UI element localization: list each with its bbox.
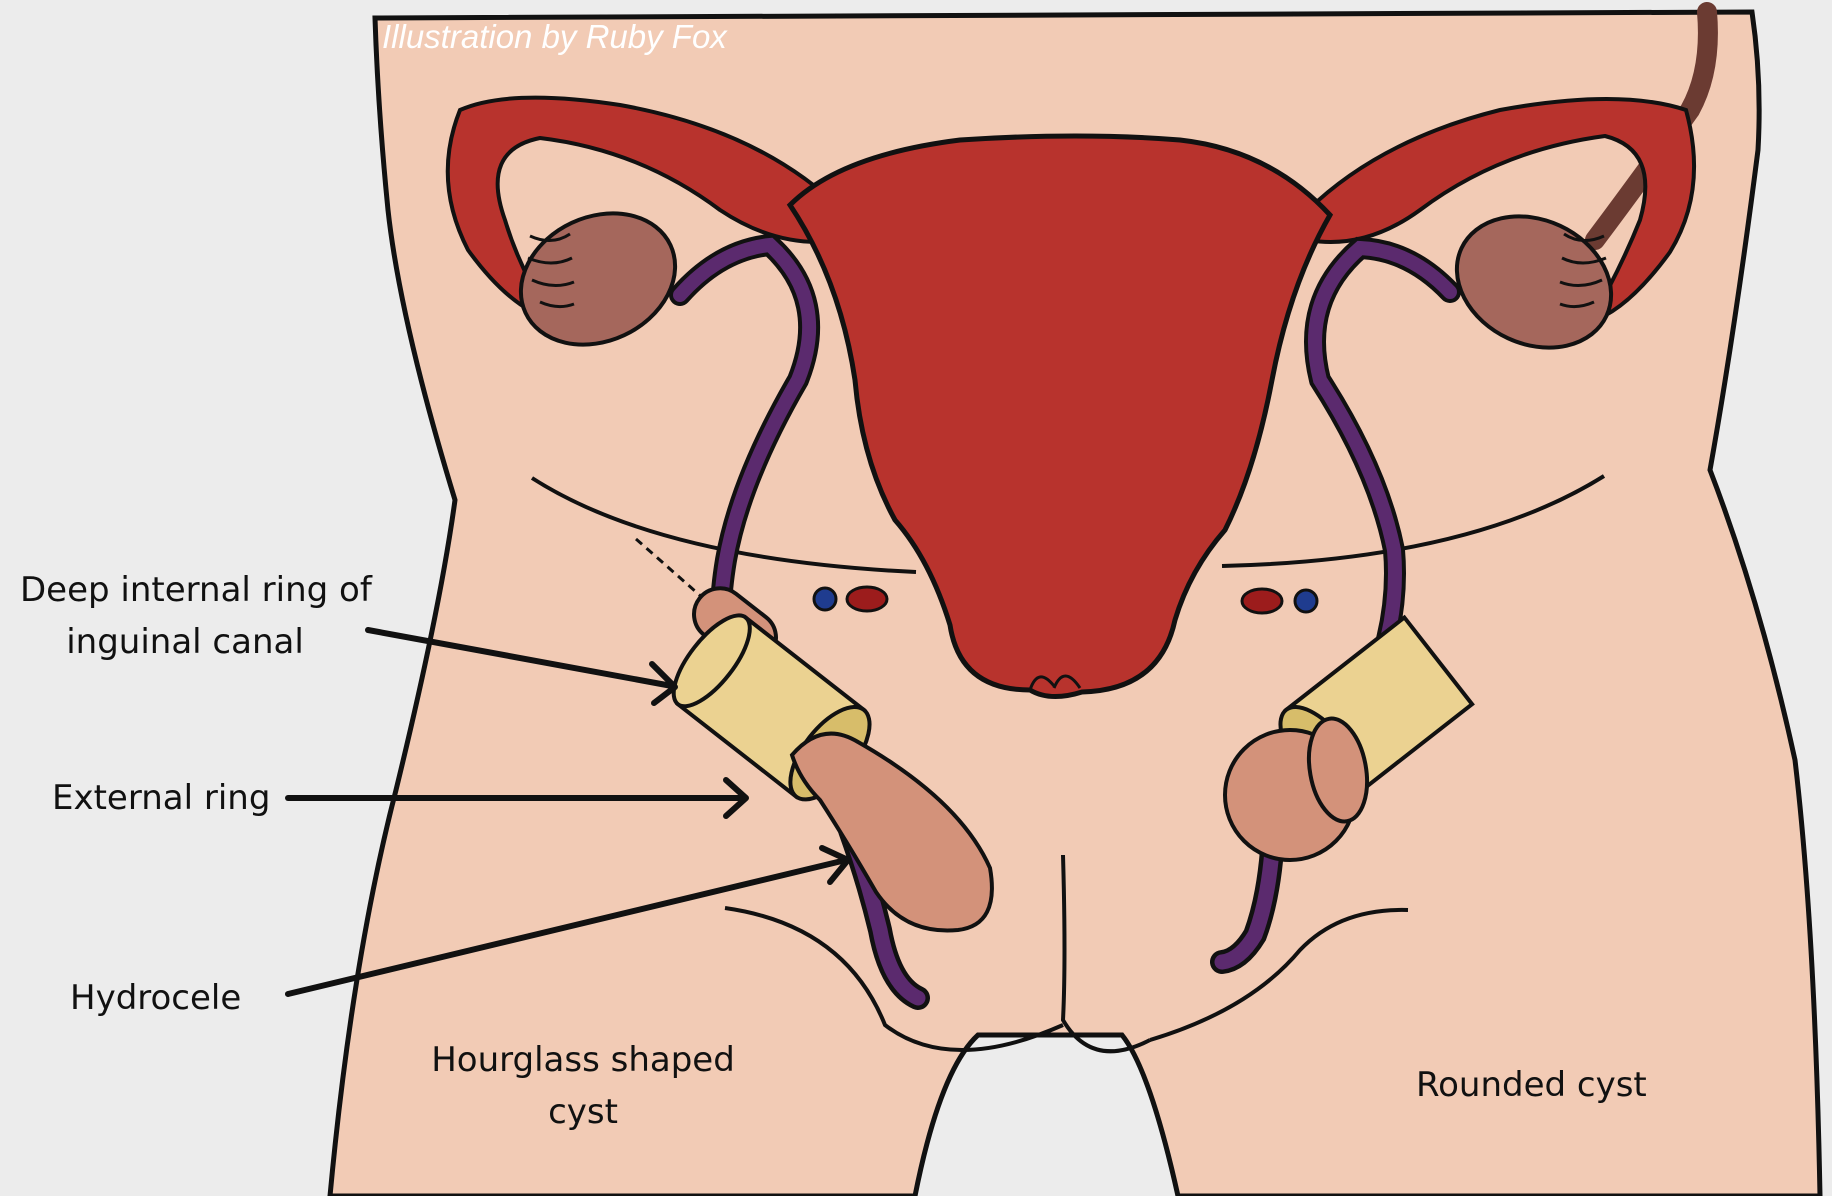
label-hourglass-line2: cyst xyxy=(420,1086,746,1138)
label-hourglass-cyst: Hourglass shaped cyst xyxy=(420,1034,746,1138)
label-hydrocele: Hydrocele xyxy=(70,972,241,1024)
left-artery xyxy=(847,587,887,611)
label-hourglass-line1: Hourglass shaped xyxy=(420,1034,746,1086)
label-deep-ring-line1: Deep internal ring of xyxy=(20,564,350,616)
label-deep-ring-line2: inguinal canal xyxy=(20,616,350,668)
illustration-credit: Illustration by Ruby Fox xyxy=(382,18,727,56)
right-vein xyxy=(1295,590,1317,612)
label-rounded-cyst: Rounded cyst xyxy=(1416,1059,1647,1111)
label-deep-internal-ring: Deep internal ring of inguinal canal xyxy=(20,564,350,668)
right-artery xyxy=(1242,589,1282,613)
left-vein xyxy=(814,588,836,610)
label-external-ring: External ring xyxy=(52,772,270,824)
